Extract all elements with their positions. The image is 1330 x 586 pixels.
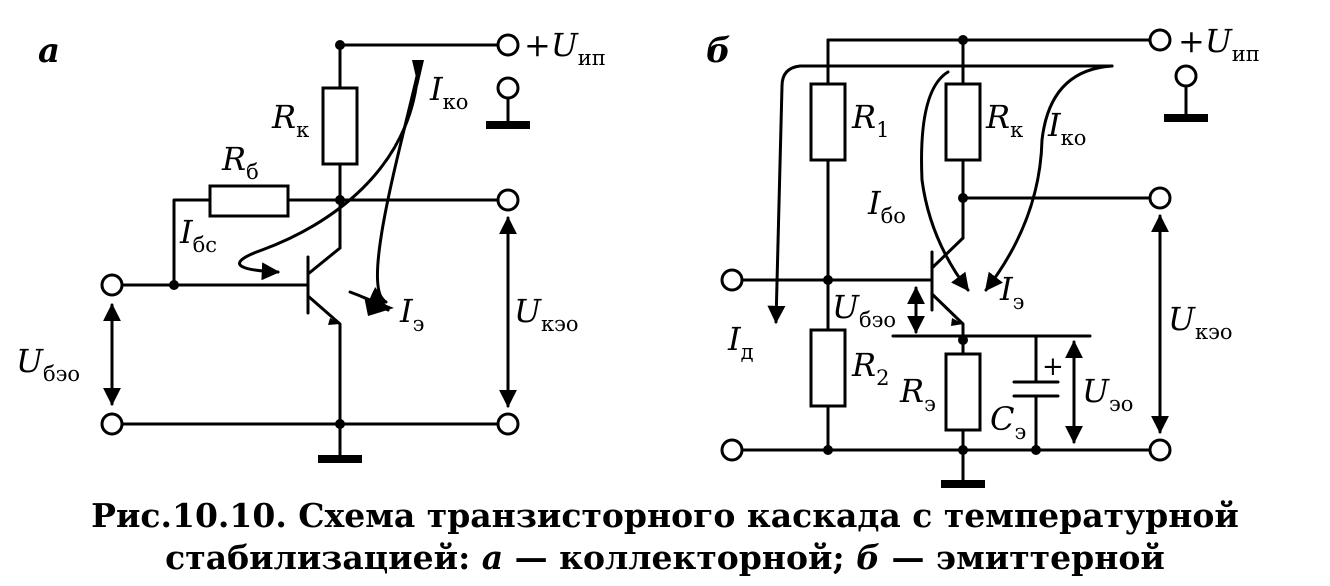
a-ibc-label: Iбс [179,213,217,257]
b-ueo-label: Uэо [1082,372,1133,416]
a-bottom-right-terminal[interactable] [496,412,520,436]
b-iko-current-arrow [984,64,1114,292]
b-ie-label: Iэ [999,270,1024,314]
a-ie-label: Iэ [399,292,424,336]
a-ibc-current-arrow [238,70,420,281]
a-bottom-left-terminal[interactable] [100,412,124,436]
a-iko-arrowhead-icon [412,60,424,86]
b-ibo-current-arrow [920,70,970,292]
b-transistor-emitter [930,292,965,342]
a-rb-label: Rб [221,140,259,184]
b-bottom-node-re [958,445,968,455]
panel-b-label: б [706,31,731,71]
b-supply-label: +Uип [1178,22,1260,66]
a-resistor-rb [208,184,290,218]
a-iko-label: Iко [429,70,468,114]
a-rb-wire [172,198,212,287]
b-bottom-right-terminal[interactable] [1148,438,1172,462]
a-iko-current-arrow [367,70,420,304]
a-supply-terminal[interactable] [496,33,520,57]
b-bottom-node-r2 [823,445,833,455]
b-r2-label: R2 [851,346,889,390]
a-supply-label: +Uип [524,26,606,70]
b-base-node [823,275,833,285]
b-resistor-r2 [809,328,847,408]
a-output-terminal[interactable] [496,188,520,212]
b-re-label: Rэ [899,372,936,416]
b-ground-bottom-icon [941,480,985,488]
figure-caption-line2: стабилизацией: а — коллекторной; б — эми… [165,538,1165,577]
b-ukeo-label: Uкэо [1168,300,1233,344]
circuit-diagram: а +Uип Rк Rб [16,22,1260,488]
b-output-terminal[interactable] [1148,186,1172,210]
b-emitter-arrow-icon [951,318,963,326]
b-ce-label: Cэ [990,400,1026,444]
b-supply-terminal[interactable] [1148,28,1172,52]
a-ukeo-label: Uкэо [514,292,579,336]
a-ie-arrowhead-icon [364,296,394,316]
b-transistor-collector [930,236,965,270]
a-ground-terminal[interactable] [496,76,520,100]
a-ubeo-label: Uбэо [16,342,80,386]
circuit-a: а +Uип Rк Rб [16,26,606,463]
a-ground-bottom-icon [318,455,362,463]
panel-a-label: а [38,31,60,71]
a-input-terminal[interactable] [100,273,124,297]
figure-caption-line1: Рис.10.10. Схема транзисторного каскада … [91,496,1239,535]
b-id-current-arrow [767,64,1114,324]
a-rk-label: Rк [271,98,309,142]
a-ground-icon [486,121,530,129]
b-r1-label: R1 [851,98,889,142]
b-id-label: Iд [727,320,754,364]
b-ground-terminal[interactable] [1174,64,1198,88]
b-ground-icon [1164,114,1208,122]
b-ubeo-label: Uбэо [832,288,896,332]
a-emitter-arrow-icon [328,318,340,325]
b-ce-plus: + [1042,352,1064,382]
a-transistor-collector [306,246,342,276]
b-resistor-rk [944,82,982,162]
b-iko-label: Iко [1047,106,1086,150]
b-resistor-r1 [809,82,847,162]
b-bottom-left-terminal[interactable] [720,438,744,462]
b-bottom-node-ce [1031,445,1041,455]
b-ibo-label: Iбо [867,184,906,228]
a-resistor-rk [321,86,359,166]
a-base-node [169,280,179,290]
a-transistor-emitter [306,294,342,426]
circuit-b: б +Uип R1 Rк [706,22,1260,488]
b-resistor-re [944,352,982,432]
b-rk-label: Rк [985,98,1023,142]
b-input-terminal[interactable] [720,268,744,292]
